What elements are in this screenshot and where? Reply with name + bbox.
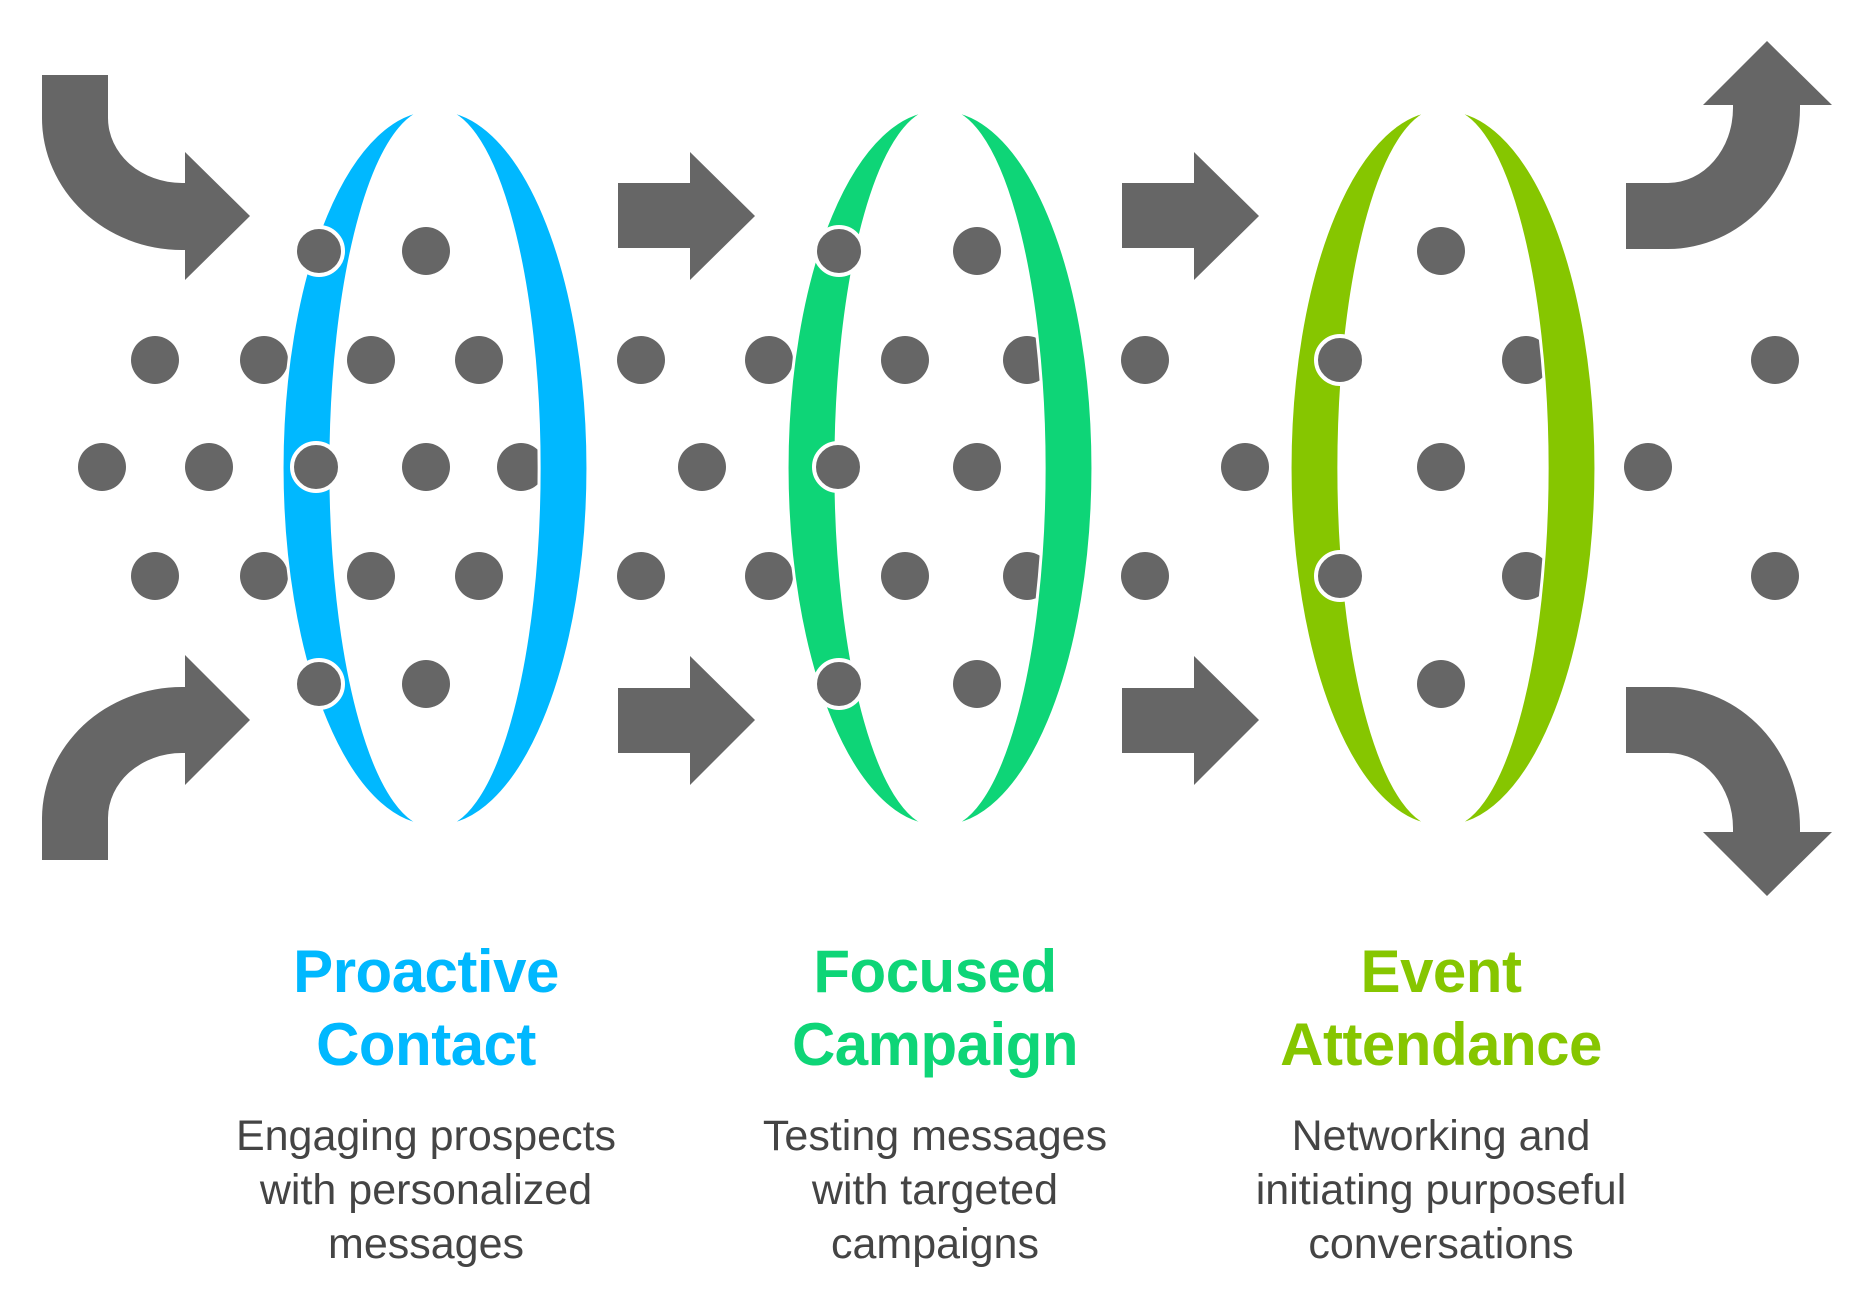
- lead-dot: [455, 336, 503, 384]
- curved-arrow-out-bottom-icon: [1626, 687, 1832, 896]
- captured-lead-dot: [812, 441, 864, 493]
- ring-back-band: [942, 108, 1095, 828]
- stage-event-attendance: Event Attendance Networking and initiati…: [1181, 935, 1701, 1271]
- captured-lead-dot: [1314, 334, 1366, 386]
- stage-description: Engaging prospects with personalized mes…: [166, 1109, 686, 1271]
- lead-dot: [1417, 660, 1465, 708]
- lead-dot: [1502, 552, 1550, 600]
- filter-rings-layer: [280, 108, 1598, 828]
- captured-lead-dot: [293, 658, 345, 710]
- stage-description-line: with personalized: [259, 1166, 593, 1214]
- lead-dot: [402, 660, 450, 708]
- captured-lead-dot: [813, 658, 865, 710]
- stage-title-line: Attendance: [1280, 1011, 1602, 1078]
- ring-front-band: [1288, 108, 1441, 828]
- lead-dot: [1417, 443, 1465, 491]
- stage-description: Networking and initiating purposeful con…: [1181, 1109, 1701, 1271]
- stage-title: Focused Campaign: [675, 935, 1195, 1081]
- stage-description-line: Networking and: [1291, 1112, 1591, 1160]
- ring-front-band: [785, 108, 938, 828]
- stage-description-line: conversations: [1308, 1220, 1574, 1268]
- lead-dot: [78, 443, 126, 491]
- lead-dot: [185, 443, 233, 491]
- curved-arrow-in-bottom-icon: [42, 655, 250, 860]
- lead-dot: [953, 660, 1001, 708]
- arrow-right-icon: [1122, 152, 1259, 280]
- arrow-right-icon: [618, 152, 755, 280]
- lead-dot: [1121, 552, 1169, 600]
- lead-dot: [131, 336, 179, 384]
- captured-lead-dot: [1314, 550, 1366, 602]
- lead-dot: [617, 552, 665, 600]
- stage-title-line: Focused: [813, 938, 1057, 1005]
- stage-title: Event Attendance: [1181, 935, 1701, 1081]
- lead-dot: [1502, 336, 1550, 384]
- captured-leads-layer: [290, 225, 1366, 710]
- lead-dot: [953, 227, 1001, 275]
- stage-title-line: Contact: [316, 1011, 536, 1078]
- lead-dot: [347, 336, 395, 384]
- lead-dot: [1121, 336, 1169, 384]
- lead-dot: [881, 336, 929, 384]
- curved-arrow-in-top-icon: [42, 75, 250, 280]
- lead-dot: [347, 552, 395, 600]
- lead-dot: [1751, 552, 1799, 600]
- arrow-right-icon: [1122, 656, 1259, 785]
- stage-focused-campaign: Focused Campaign Testing messages with t…: [675, 935, 1195, 1271]
- captured-lead-dot: [290, 441, 342, 493]
- leads-layer: [78, 227, 1799, 708]
- arrows-layer: [42, 41, 1832, 896]
- ring-front-band: [280, 108, 433, 828]
- filter-ring-focused-campaign: [785, 108, 1095, 828]
- filter-ring-proactive-contact: [280, 108, 590, 828]
- stage-description-line: Engaging prospects: [235, 1112, 617, 1160]
- lead-dot: [240, 552, 288, 600]
- captured-lead-dot: [293, 225, 345, 277]
- stage-title-line: Event: [1360, 938, 1522, 1005]
- arrow-right-icon: [618, 656, 755, 785]
- lead-dot: [1751, 336, 1799, 384]
- lead-dot: [1417, 227, 1465, 275]
- lead-dot: [402, 443, 450, 491]
- lead-dot: [240, 336, 288, 384]
- lead-dot: [881, 552, 929, 600]
- lead-dot: [678, 443, 726, 491]
- stage-description-line: campaigns: [831, 1220, 1039, 1268]
- stage-title-line: Campaign: [791, 1011, 1079, 1078]
- ring-back-band: [1445, 108, 1598, 828]
- stage-title: Proactive Contact: [166, 935, 686, 1081]
- lead-dot: [745, 336, 793, 384]
- lead-dot: [745, 552, 793, 600]
- lead-dot: [617, 336, 665, 384]
- ring-back-band: [437, 108, 590, 828]
- lead-dot: [402, 227, 450, 275]
- curved-arrow-out-top-icon: [1626, 41, 1832, 249]
- captured-lead-dot: [813, 225, 865, 277]
- lead-dot: [455, 552, 503, 600]
- stage-description-line: initiating purposeful: [1255, 1166, 1627, 1214]
- stage-description: Testing messages with targeted campaigns: [675, 1109, 1195, 1271]
- lead-dot: [1624, 443, 1672, 491]
- stage-proactive-contact: Proactive Contact Engaging prospects wit…: [166, 935, 686, 1271]
- stage-description-line: Testing messages: [762, 1112, 1108, 1160]
- stage-title-line: Proactive: [293, 938, 559, 1005]
- filter-ring-event-attendance: [1288, 108, 1598, 828]
- lead-dot: [131, 552, 179, 600]
- stage-description-line: messages: [328, 1220, 524, 1268]
- lead-dot: [497, 443, 545, 491]
- stage-description-line: with targeted: [811, 1166, 1059, 1214]
- lead-dot: [953, 443, 1001, 491]
- lead-dot: [1221, 443, 1269, 491]
